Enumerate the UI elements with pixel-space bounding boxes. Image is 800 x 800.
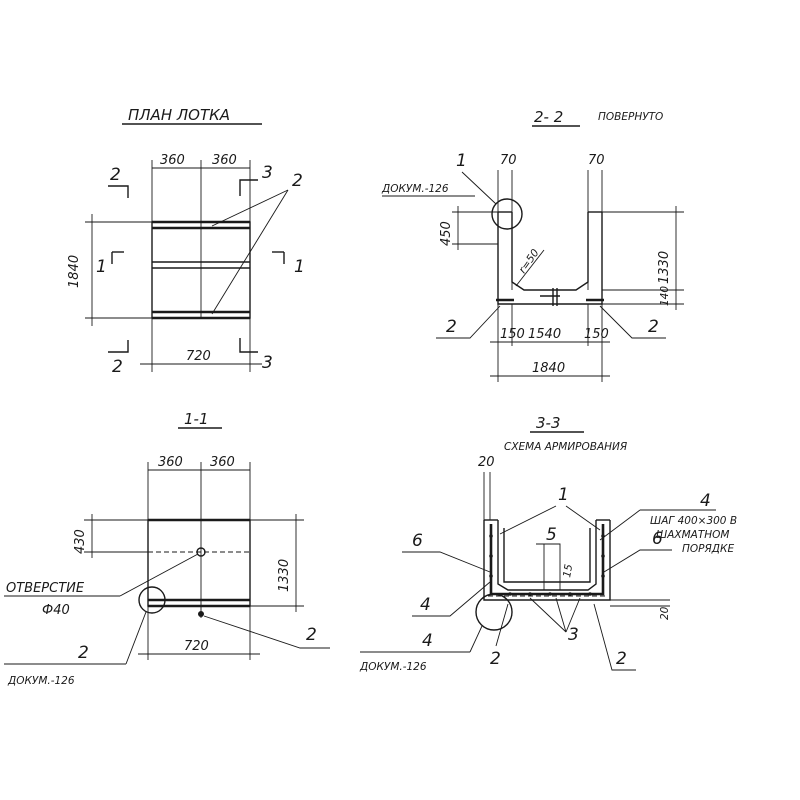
s33-doc-ref: ДОКУМ.-126: [359, 661, 427, 673]
s22-dim-1540: 1540: [528, 327, 561, 342]
s33-note-line1: ШАГ 400×300 В: [650, 515, 737, 527]
s22-doc-ref: ДОКУМ.-126: [381, 183, 449, 195]
s11-callout-2-left: 2: [78, 643, 89, 663]
s33-callout-4-low: 4: [422, 631, 433, 651]
s22-dim-1330: 1330: [657, 251, 672, 284]
s33-callout-6-right: 6: [652, 529, 663, 549]
s11-dim-top-left: 360: [158, 455, 183, 470]
s11-hole-size: Ф40: [42, 603, 70, 618]
s33-callout-5: 5: [546, 525, 557, 545]
s11-dim-430: 430: [73, 529, 88, 554]
s33-title: 3-3: [536, 414, 561, 432]
s33-dim-20-right: 20: [659, 606, 671, 620]
s22-dim-1840: 1840: [532, 361, 565, 376]
s22-dim-450: 450: [439, 221, 454, 246]
s33-note-line2: ШАХМАТНОМ: [656, 529, 729, 541]
s11-doc-ref: ДОКУМ.-126: [7, 675, 75, 687]
s33-dim-20-top: 20: [478, 455, 495, 470]
s33-callout-6-left: 6: [412, 531, 423, 551]
plan-section-1-right: 1: [294, 257, 305, 277]
plan-section-3-top: 3: [262, 163, 273, 183]
s22-dim-140: 140: [659, 286, 671, 306]
s22-callout-1: 1: [456, 151, 467, 171]
plan-section-2-bottom: 2: [112, 357, 123, 377]
section-1-1-view: 1-1 360 360 430 1330 720 ОТВЕРСТИЕ: [4, 410, 330, 687]
plan-dim-top-left: 360: [160, 153, 185, 168]
s33-rebar-dots: [489, 534, 605, 596]
s22-dim-150-left: 150: [500, 327, 525, 342]
s22-subtitle: ПОВЕРНУТО: [598, 111, 663, 123]
s11-callout-2-right: 2: [306, 625, 317, 645]
section-3-3-view: 3-3 СХЕМА АРМИРОВАНИЯ 20: [359, 414, 737, 673]
s33-callout-4-right: 4: [700, 491, 711, 511]
s33-note-line3: ПОРЯДКЕ: [682, 543, 734, 555]
s22-title: 2- 2: [534, 108, 563, 126]
s22-dim-wall-right: 70: [588, 153, 605, 168]
s33-callout-2-mid: 2: [490, 649, 501, 669]
section-2-2-view: 2- 2 ПОВЕРНУТО 70 70 1 ДОКУМ.-126 450: [381, 108, 684, 382]
s11-hole-label: ОТВЕРСТИЕ: [6, 581, 85, 596]
s11-dim-top-right: 360: [210, 455, 235, 470]
s11-dim-1330: 1330: [277, 559, 292, 592]
s33-callout-3: 3: [568, 625, 579, 645]
plan-dim-left: 1840: [67, 255, 82, 288]
s22-callout-2-left: 2: [446, 317, 457, 337]
plan-section-3-bottom: 3: [262, 353, 273, 373]
s33-callout-1: 1: [558, 485, 569, 505]
s22-dim-150-right: 150: [584, 327, 609, 342]
s11-title: 1-1: [184, 410, 209, 428]
s22-dim-wall-left: 70: [500, 153, 517, 168]
s22-callout-2-right: 2: [648, 317, 659, 337]
s33-callout-15: 15: [561, 563, 575, 579]
plan-title: ПЛАН ЛОТКА: [128, 106, 230, 124]
s33-subtitle: СХЕМА АРМИРОВАНИЯ: [504, 441, 628, 453]
plan-callout-2: 2: [292, 171, 303, 191]
s33-callout-2-right: 2: [616, 649, 627, 669]
plan-section-2-top: 2: [110, 165, 121, 185]
plan-section-1-left: 1: [96, 257, 107, 277]
plan-dim-top-right: 360: [212, 153, 237, 168]
s11-dim-720: 720: [184, 639, 209, 654]
s22-dim-r50: r=50: [517, 247, 542, 276]
plan-view: ПЛАН ЛОТКА 360 360 1840 720 2 2 3: [67, 106, 305, 377]
plan-dim-bottom: 720: [186, 349, 211, 364]
s33-callout-4-mid: 4: [420, 595, 431, 615]
